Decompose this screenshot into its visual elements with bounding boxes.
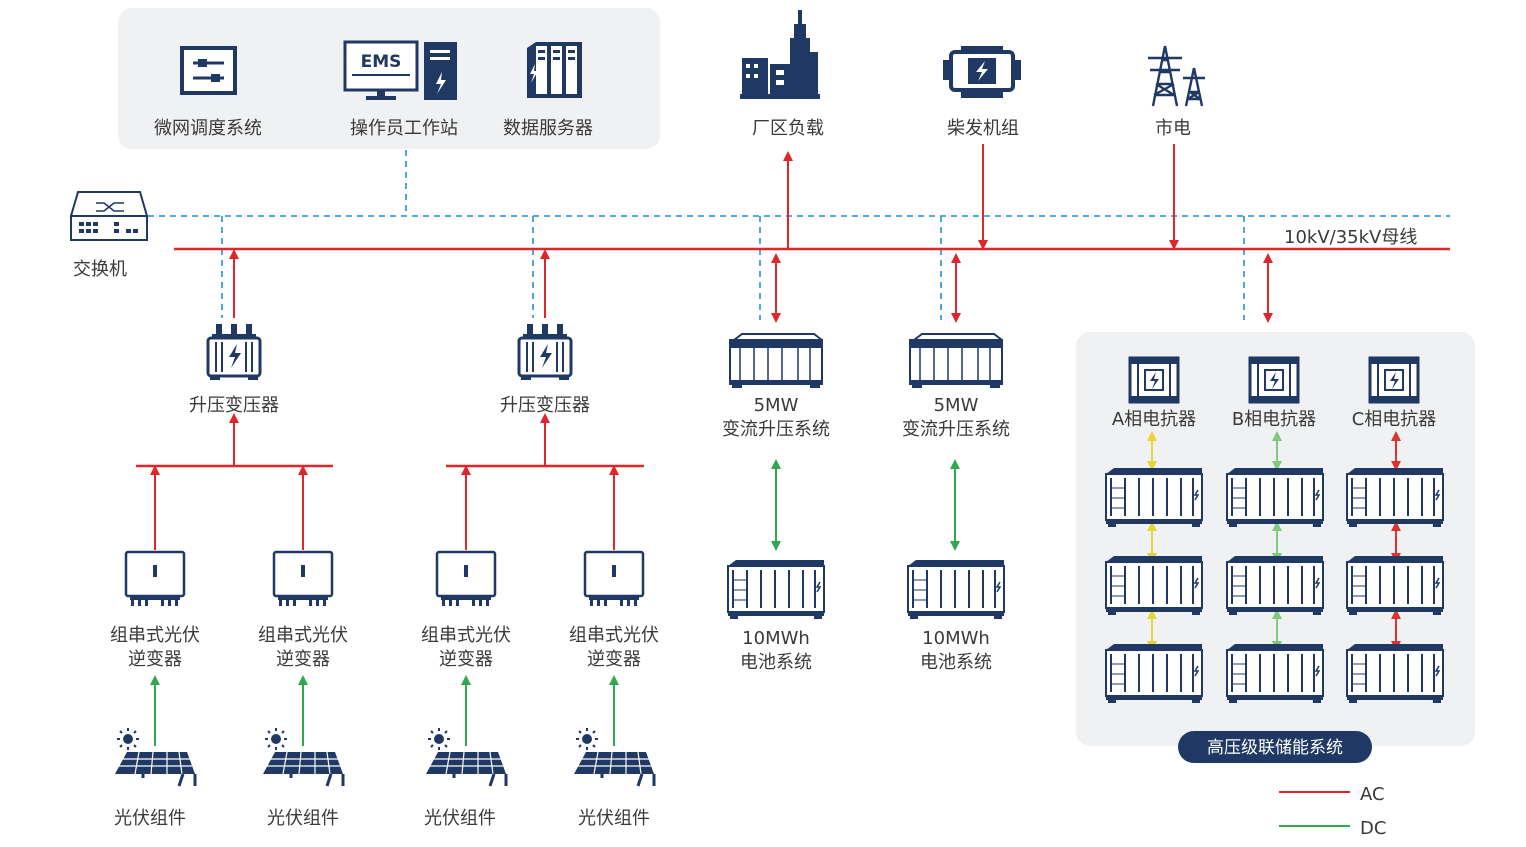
diesel-generator-label: 柴发机组	[947, 118, 1019, 139]
hv-storage-title-pill	[1178, 731, 1372, 763]
hv-battery-a2-icon	[1105, 555, 1203, 616]
hv-battery-b2-icon	[1226, 555, 1324, 616]
bus-label: 10kV/35kV母线	[1284, 227, 1417, 248]
inverter-1-icon	[124, 550, 186, 608]
factory-load-label: 厂区负载	[752, 118, 824, 139]
inverter-2-label-l2: 逆变器	[276, 649, 330, 670]
network-switch-icon	[69, 191, 149, 241]
transformer-2-icon	[517, 322, 573, 382]
hv-battery-c3-icon	[1346, 643, 1444, 704]
reactor-a-label: A相电抗器	[1112, 409, 1196, 430]
inverter-labels: 组串式光伏 逆变器 组串式光伏 逆变器 组串式光伏 逆变器 组串式光伏 逆变器	[110, 625, 659, 670]
pv-1-label: 光伏组件	[114, 808, 186, 829]
inverter-1-label-l2: 逆变器	[128, 649, 182, 670]
operator-workstation-icon	[343, 40, 457, 100]
reactor-c-label: C相电抗器	[1352, 409, 1437, 430]
battery-1-label-l1: 10MWh	[742, 628, 810, 649]
dispatch-system-label: 微网调度系统	[154, 118, 262, 139]
hv-battery-c1-icon	[1346, 467, 1444, 528]
pcs-2-label-l2: 变流升压系统	[902, 419, 1010, 440]
battery-2-label-l2: 电池系统	[920, 652, 992, 673]
reactor-b-icon	[1248, 356, 1300, 404]
reactor-c-icon	[1368, 356, 1420, 404]
inverter-4-label-l2: 逆变器	[587, 649, 641, 670]
inverter-2-label-l1: 组串式光伏	[258, 625, 348, 646]
pcs-2-label-l1: 5MW	[934, 395, 979, 416]
inverter-3-label-l2: 逆变器	[439, 649, 493, 670]
battery-2-label-l1: 10MWh	[922, 628, 990, 649]
inverter-3-label-l1: 组串式光伏	[421, 625, 511, 646]
hv-battery-a1-icon	[1105, 467, 1203, 528]
battery-1-label-l2: 电池系统	[740, 652, 812, 673]
data-server-label: 数据服务器	[503, 118, 593, 139]
battery-2-icon	[907, 559, 1005, 620]
inverter-4-icon	[583, 550, 645, 608]
inverter-1-label-l1: 组串式光伏	[110, 625, 200, 646]
pcs-1-label-l2: 变流升压系统	[722, 419, 830, 440]
reactor-a-icon	[1128, 356, 1180, 404]
operator-workstation-label: 操作员工作站	[350, 118, 458, 139]
factory-icon	[740, 10, 820, 99]
dispatch-system-icon	[180, 46, 237, 95]
switch-label: 交换机	[73, 259, 127, 280]
inverter-2-icon	[272, 550, 334, 608]
battery-1-icon	[727, 559, 825, 620]
transformer-1-label: 升压变压器	[189, 395, 279, 416]
diesel-generator-icon	[943, 46, 1021, 98]
hv-storage-title: 高压级联储能系统	[1207, 738, 1343, 758]
pv-2-label: 光伏组件	[267, 808, 339, 829]
inverter-3-icon	[435, 550, 497, 608]
pv-4-label: 光伏组件	[578, 808, 650, 829]
reactor-b-label: B相电抗器	[1232, 409, 1316, 430]
pcs-1-icon	[729, 333, 823, 389]
pcs-2-icon	[909, 333, 1003, 389]
legend-dc-label: DC	[1360, 818, 1386, 839]
grid-label: 市电	[1155, 118, 1191, 139]
hv-battery-c2-icon	[1346, 555, 1444, 616]
legend-ac-label: AC	[1360, 784, 1385, 805]
transformer-1-icon	[206, 322, 262, 382]
grid-tower-icon	[1148, 45, 1205, 107]
hv-battery-grid	[1105, 467, 1444, 704]
pv-3-label: 光伏组件	[424, 808, 496, 829]
hv-battery-a3-icon	[1105, 643, 1203, 704]
hv-battery-b3-icon	[1226, 643, 1324, 704]
communication-lines	[148, 150, 1450, 320]
ems-text: EMS	[361, 52, 402, 72]
inverter-4-label-l1: 组串式光伏	[569, 625, 659, 646]
data-server-icon	[527, 42, 582, 98]
legend: AC DC	[1279, 784, 1386, 839]
transformer-2-label: 升压变压器	[500, 395, 590, 416]
hv-battery-b1-icon	[1226, 467, 1324, 528]
pcs-1-label-l1: 5MW	[754, 395, 799, 416]
